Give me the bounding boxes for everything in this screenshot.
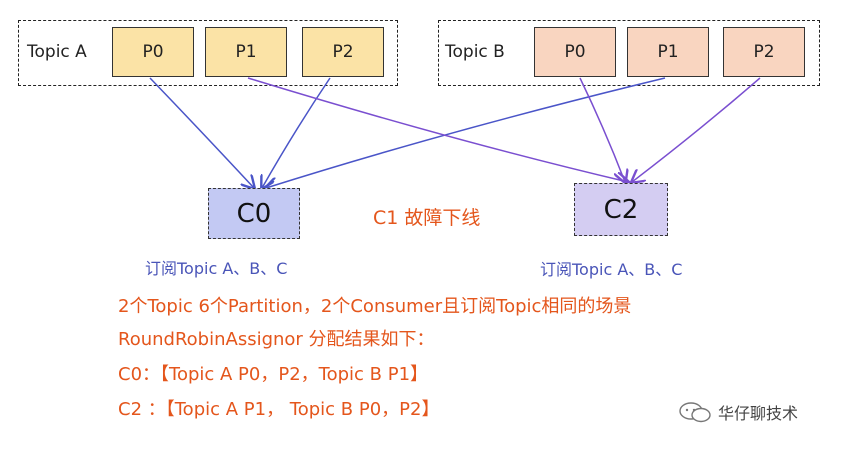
desc-line-2: RoundRobinAssignor 分配结果如下：: [118, 329, 435, 350]
topic-a-label: Topic A: [27, 42, 87, 62]
topic-a-partition-p2: P2: [302, 27, 384, 77]
topic-b-partition-p1: P1: [627, 27, 709, 77]
arrow-b-p2-to-c2: [632, 77, 761, 182]
subscribe-c0-caption: 订阅Topic A、B、C: [145, 259, 288, 278]
event-label: C1 故障下线: [373, 207, 481, 229]
watermark: 华仔聊技术: [678, 400, 798, 424]
arrow-a-p0-to-c0: [149, 77, 254, 188]
topic-b-label: Topic B: [445, 42, 505, 62]
topic-a-partition-p0: P0: [112, 27, 194, 77]
desc-line-3: C0：【Topic A P0，P2，Topic B P1】: [118, 364, 429, 385]
topic-a-partition-p1: P1: [205, 27, 287, 77]
topic-a-group: Topic A: [18, 20, 398, 86]
topic-b-group: Topic B: [438, 20, 820, 86]
subscribe-c2-caption: 订阅Topic A、B、C: [540, 260, 683, 279]
arrow-b-p0-to-c2: [579, 77, 625, 182]
desc-line-4: C2 ：【Topic A P1， Topic B P0，P2】: [118, 399, 440, 420]
arrow-a-p2-to-c0: [262, 77, 331, 188]
consumer-c0: C0: [208, 188, 300, 239]
arrow-a-p1-to-c2: [247, 77, 628, 182]
desc-line-1: 2个Topic 6个Partition，2个Consumer且订阅Topic相同…: [118, 296, 632, 317]
topic-b-partition-p2: P2: [723, 27, 805, 77]
topic-b-partition-p0: P0: [534, 27, 616, 77]
consumer-c2: C2: [574, 183, 668, 236]
arrow-b-p1-to-c0: [266, 77, 666, 188]
watermark-text: 华仔聊技术: [718, 404, 799, 423]
wechat-icon: [679, 402, 711, 423]
